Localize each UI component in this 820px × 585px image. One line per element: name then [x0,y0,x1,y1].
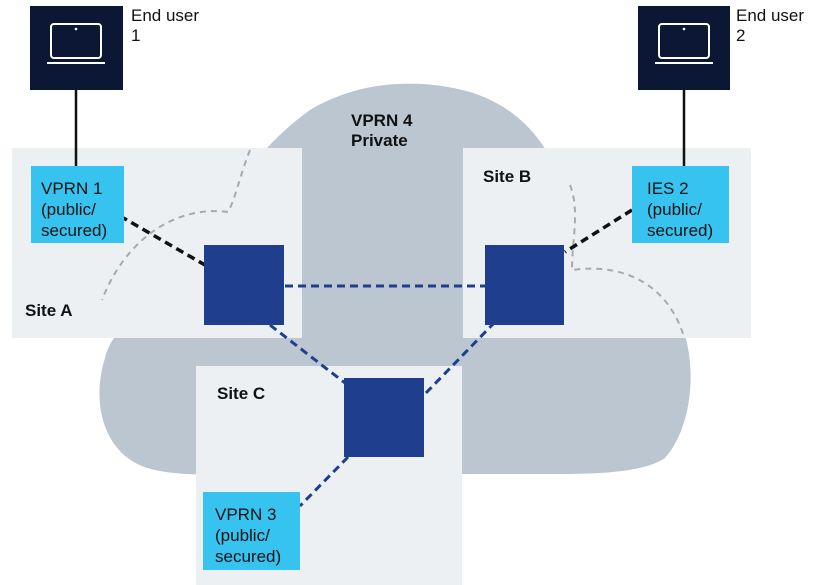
end-user-1-number: 1 [131,26,140,45]
ies2-label-line3: secured) [647,221,713,240]
ies2-label-line2: (public/ [647,200,702,219]
vprn3-label-line3: secured) [215,547,281,566]
cloud-outline-right-dashed [569,184,685,338]
vprn1-label-line2: (public/ [41,200,96,219]
vprn1-service-box [31,166,124,243]
router-site-c [344,378,424,457]
site-a-label: Site A [25,301,73,320]
cloud-title: VPRN 4 [351,111,413,130]
end-user-2-laptop-icon [638,6,730,90]
site-c-label: Site C [217,384,265,403]
vprn1-label-line3: secured) [41,221,107,240]
end-user-1-label: End user [131,6,199,25]
link-vprn1-router-a [119,214,206,267]
link-ies2-router-b [564,208,633,254]
end-user-2-number: 2 [736,26,745,45]
site-b-label: Site B [483,167,531,186]
vprn1-label: VPRN 1 [41,179,102,198]
end-user-2-label: End user [736,6,804,25]
vprn3-label: VPRN 3 [215,505,276,524]
vprn3-label-line2: (public/ [215,526,270,545]
ies2-service-box [632,166,729,243]
vprn3-service-box [203,492,300,570]
router-site-b [485,245,564,325]
cloud-subtitle: Private [351,131,408,150]
link-router-c-vprn3 [298,455,350,508]
ies2-label: IES 2 [647,179,689,198]
link-router-a-router-c [269,323,346,385]
router-site-a [204,245,284,325]
end-user-1-laptop-icon [30,6,123,90]
link-router-b-router-c [422,320,497,397]
cloud-outline-left-dashed [101,149,251,301]
